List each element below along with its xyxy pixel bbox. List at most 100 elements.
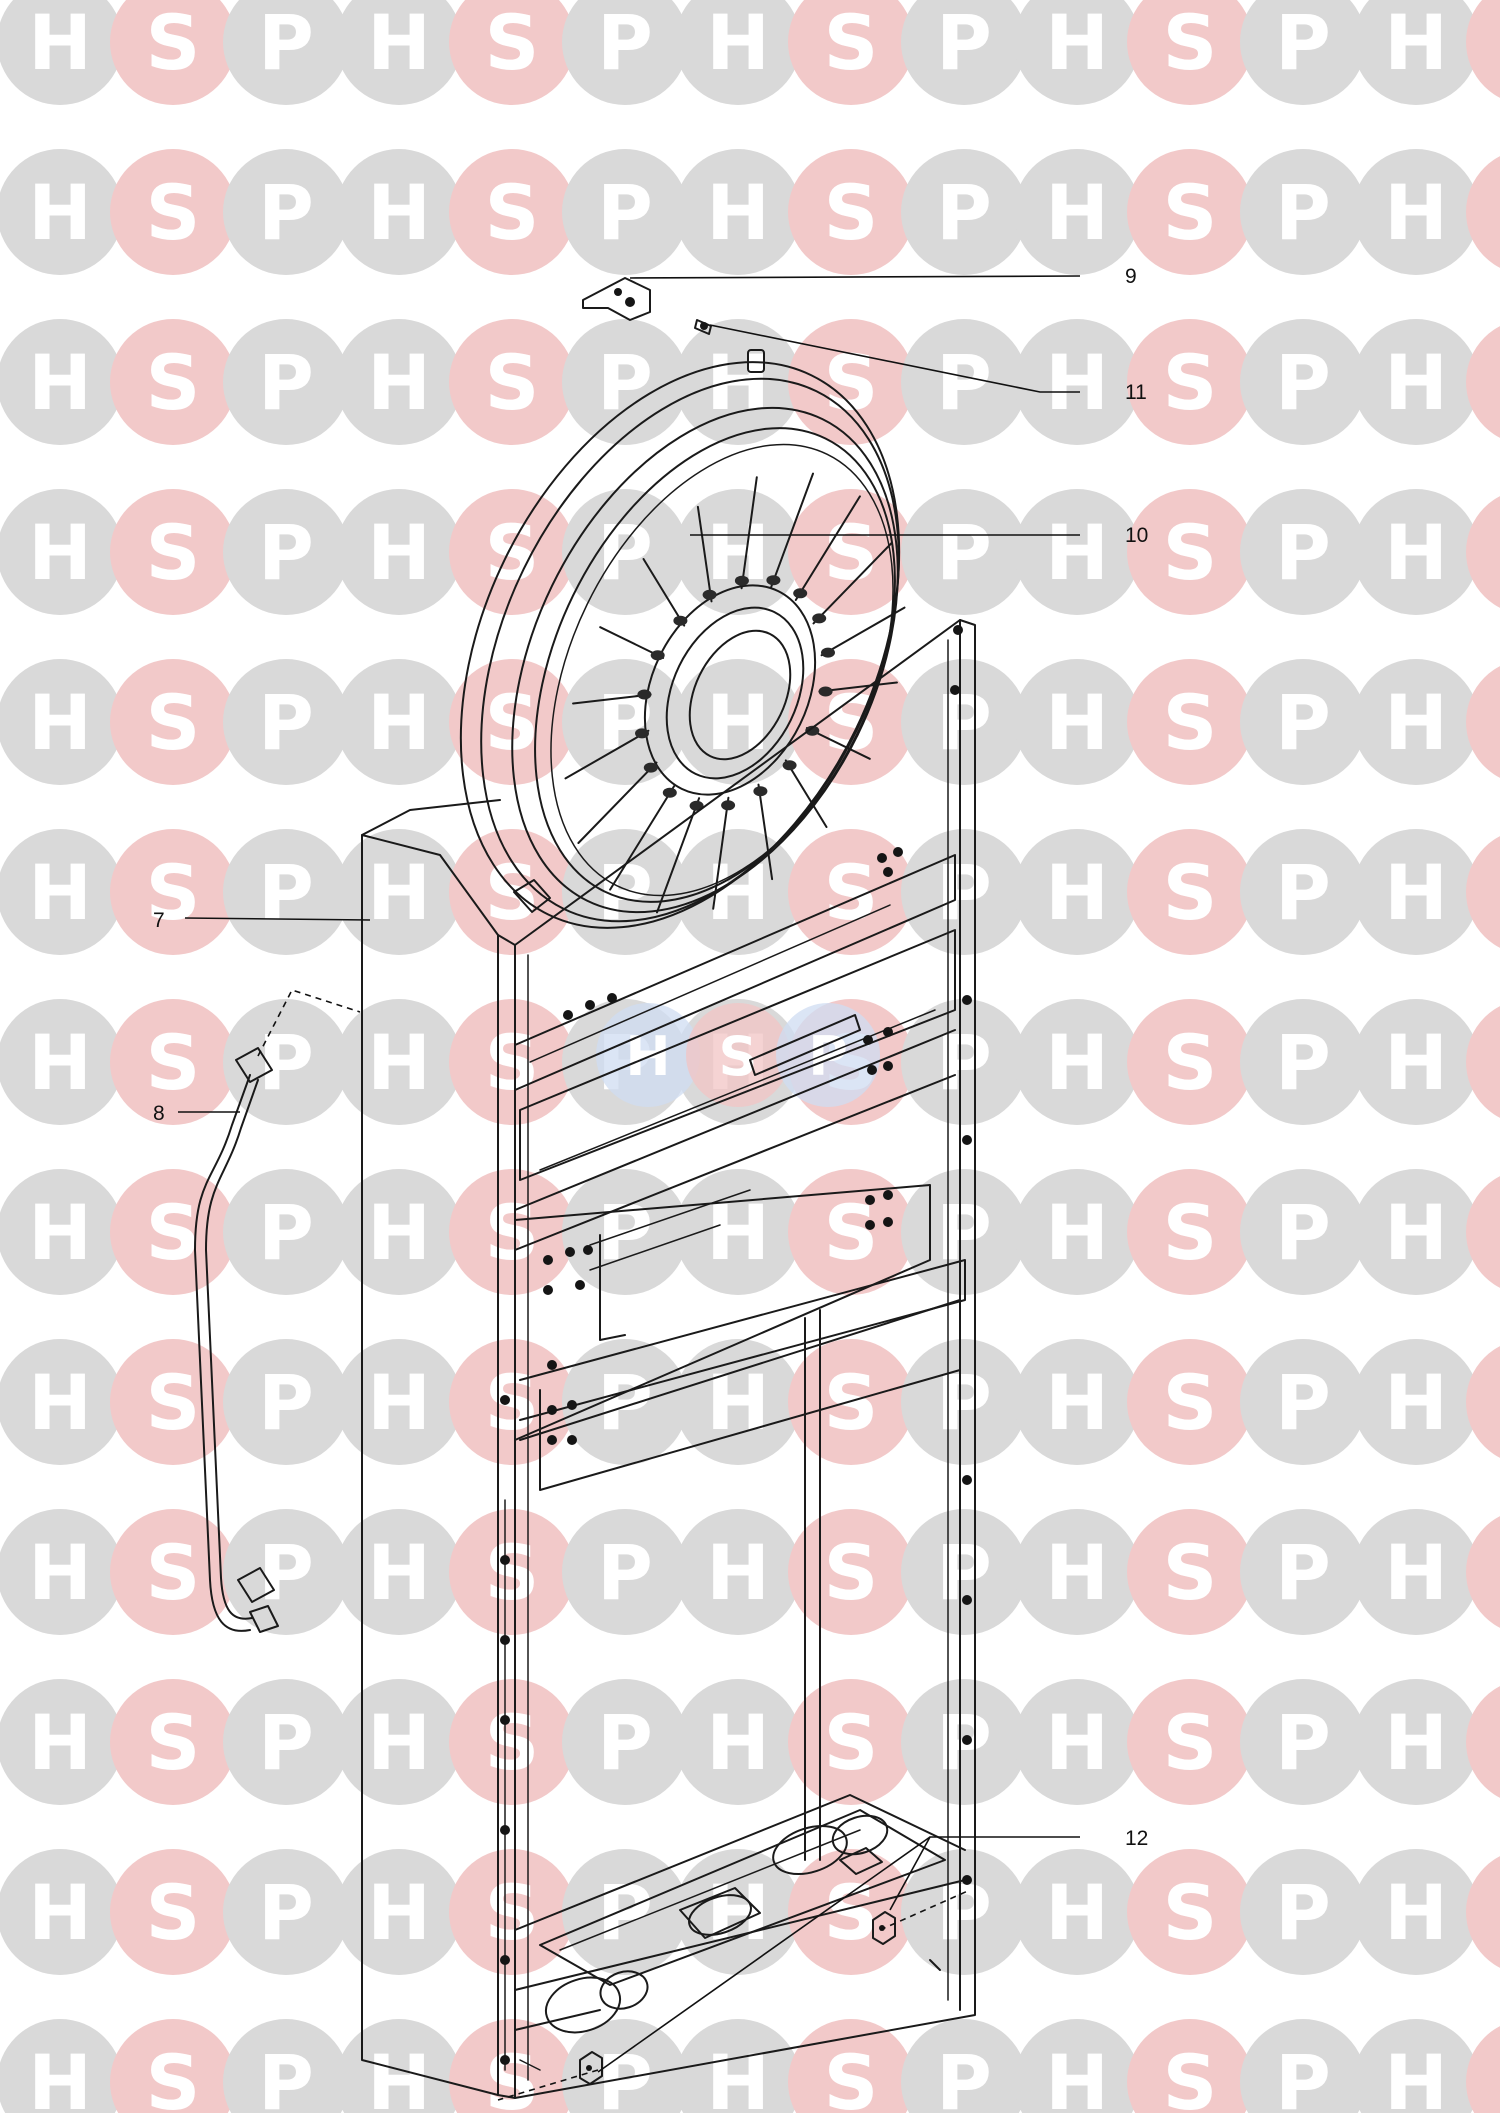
watermark-letter: P bbox=[597, 1698, 653, 1787]
watermark-letter: S bbox=[1163, 338, 1218, 427]
watermark-disc bbox=[562, 1679, 688, 1805]
watermark-disc bbox=[1127, 1849, 1253, 1975]
fin-root bbox=[734, 575, 749, 586]
watermark-disc bbox=[110, 0, 236, 105]
watermark-letter: S bbox=[146, 1188, 201, 1277]
watermark-letter: P bbox=[1275, 1528, 1331, 1617]
watermark-letter: H bbox=[28, 1188, 92, 1277]
watermark-letter: S bbox=[146, 1528, 201, 1617]
watermark-disc bbox=[0, 1339, 123, 1465]
watermark-letter: S bbox=[1163, 848, 1218, 937]
mounting-hole bbox=[567, 1400, 577, 1410]
mounting-hole bbox=[962, 1875, 972, 1885]
watermark-disc bbox=[1240, 319, 1366, 445]
watermark-disc bbox=[1240, 1679, 1366, 1805]
watermark-disc bbox=[1127, 319, 1253, 445]
watermark-disc bbox=[1014, 1679, 1140, 1805]
watermark-letter: P bbox=[1275, 508, 1331, 597]
watermark-disc bbox=[1466, 1176, 1500, 1288]
mounting-hole bbox=[863, 1035, 873, 1045]
callout-label-12: 12 bbox=[1125, 1827, 1148, 1850]
watermark-disc bbox=[788, 1169, 914, 1295]
watermark-letter: S bbox=[485, 1188, 540, 1277]
watermark-letter: P bbox=[1275, 848, 1331, 937]
fin-root bbox=[805, 725, 820, 736]
watermark-disc bbox=[1466, 496, 1500, 608]
watermark-letter: S bbox=[146, 0, 201, 87]
watermark-letter: H bbox=[28, 1528, 92, 1617]
watermark-disc bbox=[562, 2019, 688, 2113]
watermark-disc bbox=[901, 659, 1027, 785]
watermark-letter: H bbox=[706, 1698, 770, 1787]
callout-labels: 9 11 10 7 8 12 bbox=[153, 265, 1148, 1850]
center-logo-letter: P bbox=[808, 1025, 848, 1088]
watermark-letter: H bbox=[1384, 848, 1448, 937]
watermark-disc bbox=[1014, 1169, 1140, 1295]
watermark-letter: P bbox=[597, 338, 653, 427]
mounting-hole bbox=[867, 1065, 877, 1075]
watermark-letter: S bbox=[485, 2038, 540, 2113]
watermark-disc bbox=[1353, 1509, 1479, 1635]
center-logo-disc bbox=[776, 1003, 880, 1107]
watermark-letter: P bbox=[936, 678, 992, 767]
heat-exchanger-ring bbox=[459, 349, 906, 929]
mounting-hole bbox=[883, 1061, 893, 1071]
watermark-disc bbox=[1353, 999, 1479, 1125]
mounting-hole bbox=[607, 993, 617, 1003]
fin-line bbox=[784, 759, 828, 828]
mounting-hole bbox=[962, 1475, 972, 1485]
watermark-disc bbox=[110, 2019, 236, 2113]
boiler-frame-drawing bbox=[194, 277, 976, 2101]
watermark-letter: H bbox=[1045, 1188, 1109, 1277]
watermark-disc bbox=[0, 2019, 123, 2113]
watermark-disc bbox=[562, 1169, 688, 1295]
watermark-disc bbox=[1466, 0, 1500, 98]
mounting-hole bbox=[883, 1190, 893, 1200]
watermark-disc bbox=[1127, 149, 1253, 275]
mounting-hole bbox=[547, 1360, 557, 1370]
chassis-frame bbox=[497, 619, 976, 2099]
mounting-hole bbox=[500, 1635, 510, 1645]
watermark-letter: P bbox=[258, 168, 314, 257]
watermark-disc bbox=[223, 2019, 349, 2113]
watermark-disc bbox=[0, 0, 123, 105]
mounting-hole bbox=[500, 2055, 510, 2065]
fin-root bbox=[812, 613, 827, 624]
watermark-letter: H bbox=[28, 1868, 92, 1957]
watermark-disc bbox=[1240, 489, 1366, 615]
watermark-letter: S bbox=[485, 338, 540, 427]
watermark-letter: H bbox=[28, 168, 92, 257]
watermark-disc bbox=[675, 0, 801, 105]
mounting-hole bbox=[500, 1825, 510, 1835]
watermark-letter: H bbox=[1045, 508, 1109, 597]
watermark-letter: P bbox=[597, 1528, 653, 1617]
watermark-disc bbox=[336, 1169, 462, 1295]
fin-root bbox=[721, 800, 736, 811]
watermark-disc bbox=[901, 319, 1027, 445]
watermark-letter: H bbox=[1384, 2038, 1448, 2113]
watermark-letter: P bbox=[936, 338, 992, 427]
mounting-hole bbox=[563, 1010, 573, 1020]
watermark-disc bbox=[223, 489, 349, 615]
watermark-disc bbox=[901, 999, 1027, 1125]
watermark-letter: S bbox=[146, 508, 201, 597]
watermark-letter: S bbox=[1163, 678, 1218, 767]
watermark-disc bbox=[1014, 1339, 1140, 1465]
watermark-disc bbox=[110, 1849, 236, 1975]
mounting-hole bbox=[893, 847, 903, 857]
watermark-disc bbox=[336, 489, 462, 615]
mounting-hole bbox=[500, 1955, 510, 1965]
watermark-letter: P bbox=[1275, 1868, 1331, 1957]
watermark-disc bbox=[1466, 1006, 1500, 1118]
watermark-disc bbox=[0, 489, 123, 615]
watermark-letter: P bbox=[936, 848, 992, 937]
clip-part-lower bbox=[579, 2051, 603, 2085]
watermark-disc bbox=[675, 1169, 801, 1295]
watermark-letter: P bbox=[936, 168, 992, 257]
watermark-disc bbox=[675, 319, 801, 445]
watermark-letter: H bbox=[367, 1188, 431, 1277]
fin-line bbox=[656, 797, 701, 914]
watermark-letter: S bbox=[146, 1868, 201, 1957]
watermark-letter: P bbox=[1275, 338, 1331, 427]
watermark-letter: S bbox=[146, 848, 201, 937]
